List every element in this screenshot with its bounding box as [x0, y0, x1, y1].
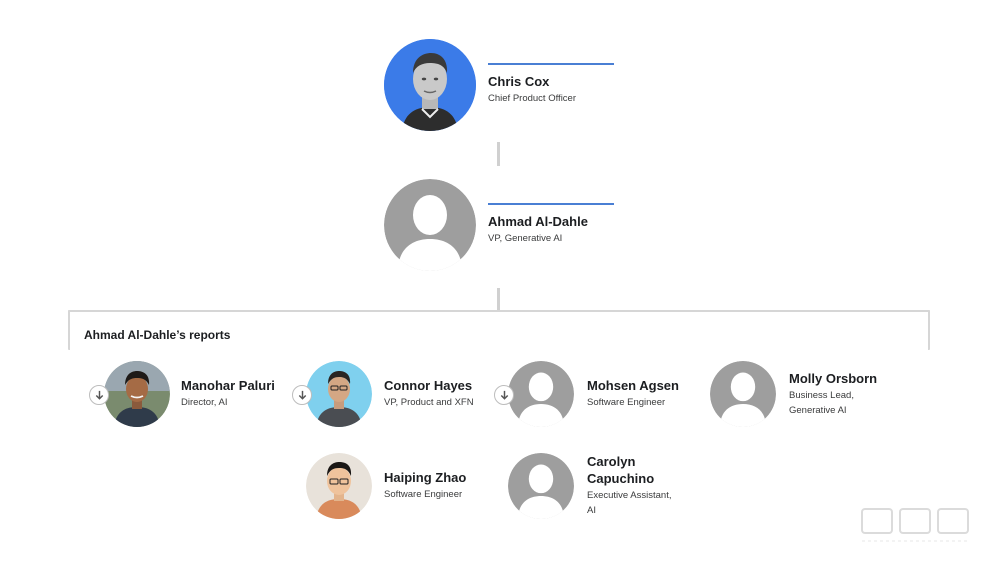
- report-avatar-mohsen[interactable]: [508, 361, 574, 427]
- expand-button-manohar[interactable]: [89, 385, 109, 405]
- report-name-mohsen[interactable]: Mohsen Agsen: [587, 378, 679, 393]
- person-name[interactable]: Ahmad Al-Dahle: [488, 214, 588, 229]
- person-title: VP, Generative AI: [488, 233, 563, 244]
- report-title-molly-line2: Generative AI: [789, 405, 847, 416]
- report-name-manohar[interactable]: Manohar Paluri: [181, 378, 275, 393]
- report-title-connor: VP, Product and XFN: [384, 397, 474, 408]
- watermark-logo: [860, 505, 980, 550]
- reports-panel: Ahmad Al-Dahle’s reports: [68, 310, 930, 350]
- report-avatar-manohar[interactable]: [104, 361, 170, 427]
- report-name-carolyn-line2[interactable]: Capuchino: [587, 471, 655, 486]
- report-title-molly-line1: Business Lead,: [789, 390, 854, 401]
- report-avatar-carolyn[interactable]: [508, 453, 574, 519]
- report-title-haiping: Software Engineer: [384, 489, 463, 500]
- report-name-molly[interactable]: Molly Orsborn: [789, 371, 878, 386]
- report-avatar-haiping[interactable]: [306, 453, 372, 519]
- report-avatar-connor[interactable]: [306, 361, 372, 427]
- reports-heading: Ahmad Al-Dahle’s reports: [84, 328, 231, 342]
- person-avatar[interactable]: [384, 179, 476, 271]
- report-name-carolyn-line1[interactable]: Carolyn: [587, 454, 636, 469]
- expand-button-mohsen[interactable]: [494, 385, 514, 405]
- expand-button-connor[interactable]: [292, 385, 312, 405]
- arrow-down-icon: [95, 390, 103, 400]
- default-person-icon: [384, 179, 476, 271]
- connector-manager-person: [497, 142, 500, 166]
- report-title-manohar: Director, AI: [181, 397, 228, 408]
- report-title-carolyn-line2: AI: [587, 505, 596, 516]
- default-person-icon: [508, 361, 574, 427]
- report-name-haiping[interactable]: Haiping Zhao: [384, 470, 467, 485]
- manager-name[interactable]: Chris Cox: [488, 74, 550, 89]
- arrow-down-icon: [500, 390, 508, 400]
- manager-accent-line: [488, 63, 614, 65]
- default-person-icon: [508, 453, 574, 519]
- manager-title: Chief Product Officer: [488, 93, 577, 104]
- manager-avatar[interactable]: [384, 39, 476, 131]
- report-title-mohsen: Software Engineer: [587, 397, 666, 408]
- arrow-down-icon: [298, 390, 306, 400]
- person-accent-line: [488, 203, 614, 205]
- report-avatar-molly[interactable]: [710, 361, 776, 427]
- report-name-connor[interactable]: Connor Hayes: [384, 378, 473, 393]
- default-person-icon: [710, 361, 776, 427]
- report-title-carolyn-line1: Executive Assistant,: [587, 490, 672, 501]
- connector-person-reports: [497, 288, 500, 310]
